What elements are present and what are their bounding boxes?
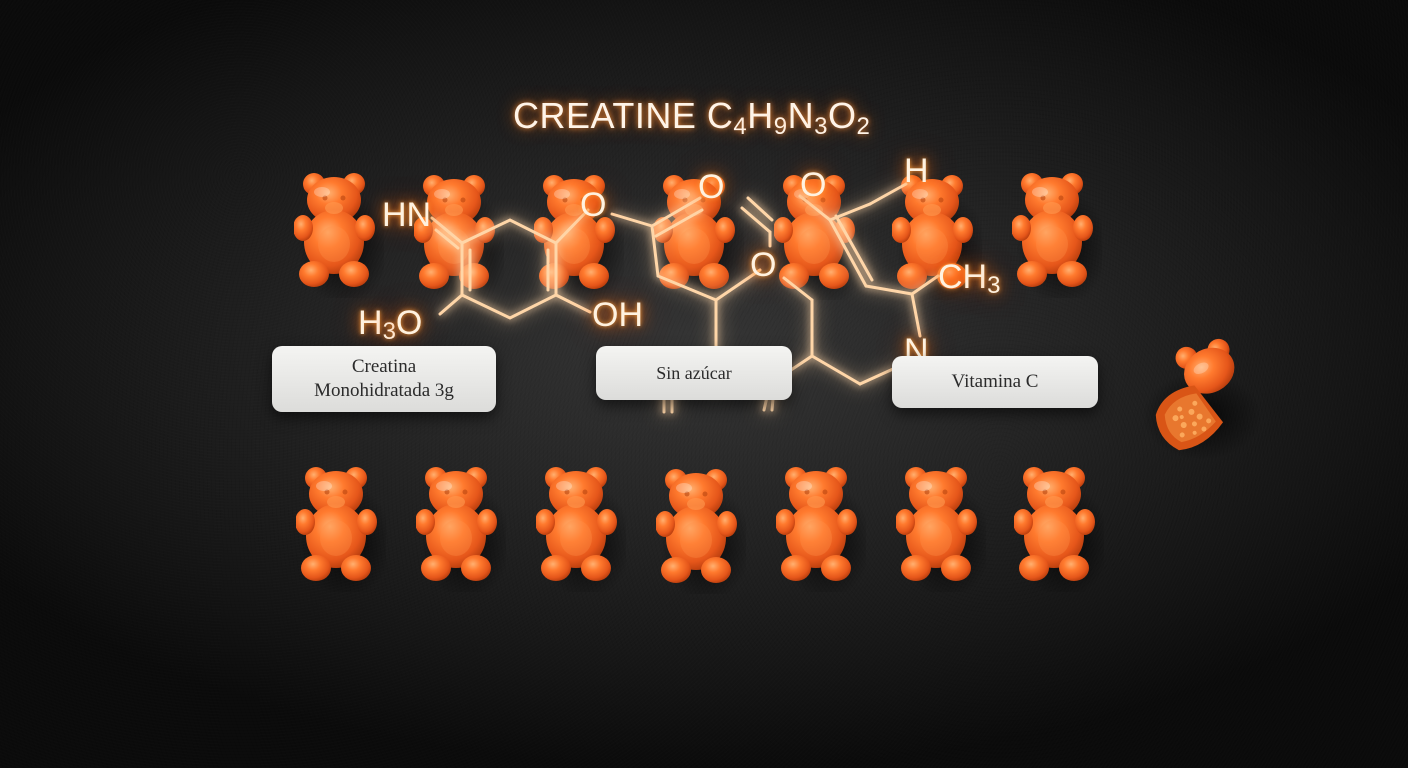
vitamin-c-label: Vitamina C bbox=[892, 356, 1098, 408]
sugar-free-label-text: Sin azúcar bbox=[656, 362, 732, 383]
vitamin-c-label-text: Vitamina C bbox=[951, 371, 1039, 392]
atom-h: H bbox=[904, 152, 929, 190]
broken-gummy-bear bbox=[1142, 338, 1262, 460]
formula-title: CREATINE C4H9N3O2 bbox=[513, 95, 871, 140]
atom-o-3: O bbox=[800, 166, 827, 204]
atom-hn: HN bbox=[382, 196, 432, 234]
atom-oh: OH bbox=[592, 296, 643, 334]
atom-h3o: H3O bbox=[358, 304, 423, 345]
sugar-free-label: Sin azúcar bbox=[596, 346, 792, 400]
creatine-label-line1: Creatina bbox=[351, 356, 417, 377]
creatine-label: Creatina Monohidratada 3g bbox=[272, 346, 496, 412]
creatine-label-line2: Monohidratada 3g bbox=[314, 380, 454, 401]
atom-o-1: O bbox=[580, 186, 607, 224]
atom-ch3: CH3 bbox=[938, 258, 1001, 299]
atom-o-2: O bbox=[698, 168, 725, 206]
atom-o-4: O bbox=[750, 246, 777, 284]
